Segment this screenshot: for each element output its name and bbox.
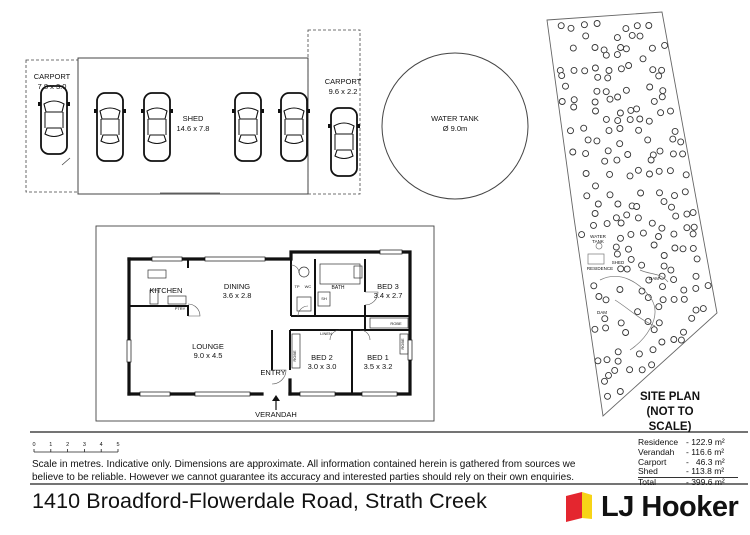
brand-logo: LJ Hooker — [566, 491, 739, 523]
scale-tick-label: 0 — [32, 442, 35, 448]
disclaimer: Scale in metres. Indicative only. Dimens… — [32, 459, 592, 484]
car-icon — [38, 85, 70, 155]
room-bed3-name: BED 3 — [377, 282, 399, 291]
site-water-label: WATER — [590, 234, 606, 239]
verandah-name: VERANDAH — [255, 410, 297, 419]
carport-left-name: CARPORT — [34, 72, 71, 81]
disclaimer-line2: believe to be reliable. However we canno… — [32, 471, 574, 483]
room-entry-name: ENTRY — [260, 368, 285, 377]
car-icon — [94, 92, 126, 162]
scale-tick-label: 1 — [49, 442, 52, 448]
disclaimer-line1: Scale in metres. Indicative only. Dimens… — [32, 459, 576, 470]
car-icons — [38, 85, 360, 177]
room-robe-bed2-label: ROBE — [292, 350, 297, 362]
room-pantry-label: PTRY — [175, 306, 186, 311]
car-icon — [328, 107, 360, 177]
site-dam-label-1: DAM — [649, 276, 659, 281]
room-lounge-dims: 9.0 x 4.5 — [194, 351, 223, 360]
room-dining-name: DINING — [224, 282, 250, 291]
area-row-carport: Carport- 46.3 m² — [638, 456, 725, 467]
tree-markers — [556, 20, 712, 400]
brand-mark-icon — [566, 492, 592, 522]
house-plan: KITCHEN PTRY DINING 3.6 x 2.8 TP WC SH B… — [95, 225, 435, 422]
area-row-total: Total- 399.6 m² — [638, 477, 725, 488]
room-linen-label: LINEN — [320, 331, 332, 336]
site-shed-label: SHED — [612, 260, 625, 265]
shed-name: SHED — [183, 114, 204, 123]
site-tank-label: TANK — [592, 239, 604, 244]
room-wc-label: WC — [305, 284, 312, 289]
car-icon — [278, 92, 310, 162]
room-tp-label: TP — [294, 284, 299, 289]
room-dining-dims: 3.6 x 2.8 — [223, 291, 252, 300]
area-row-verandah: Verandah- 116.6 m² — [638, 446, 725, 457]
room-bath-name: BATH — [332, 285, 345, 291]
car-icon — [141, 92, 173, 162]
room-bed2-name: BED 2 — [311, 353, 333, 362]
room-robe-bed3-label: ROBE — [390, 321, 402, 326]
room-robe-bed1-label: ROBE — [400, 338, 405, 350]
site-plan-title: SITE PLAN (NOT TO SCALE) — [630, 390, 710, 435]
brand-name: LJ Hooker — [601, 491, 739, 523]
shed-dims: 14.6 x 7.8 — [177, 124, 210, 133]
site-plan: WATER TANK RESIDENCE SHED DAM DAM — [546, 11, 718, 417]
water-tank-dims: Ø 9.0m — [443, 124, 468, 133]
carport-left-dims: 7.8 x 3.0 — [38, 82, 67, 91]
water-tank-name: WATER TANK — [431, 114, 479, 123]
room-bed2-dims: 3.0 x 3.0 — [308, 362, 337, 371]
site-residence-label: RESIDENCE — [587, 266, 613, 271]
site-dam-label-2: DAM — [597, 310, 607, 315]
room-bed3-dims: 3.4 x 2.7 — [374, 291, 403, 300]
water-tank-circle — [381, 52, 529, 200]
scale-tick-label: 2 — [66, 442, 69, 448]
verandah-outline — [95, 225, 435, 422]
room-bed1-name: BED 1 — [367, 353, 389, 362]
room-sh-label: SH — [321, 296, 327, 301]
room-bed1-dims: 3.5 x 3.2 — [364, 362, 393, 371]
scale-tick-label: 4 — [100, 442, 103, 448]
carport-right-name: CARPORT — [325, 77, 362, 86]
room-lounge-name: LOUNGE — [192, 342, 224, 351]
carport-right-dims: 9.6 x 2.2 — [329, 87, 358, 96]
site-plan-title-line2: (NOT TO SCALE) — [646, 406, 694, 433]
scale-tick-label: 5 — [116, 442, 119, 448]
site-plan-title-line1: SITE PLAN — [639, 391, 701, 403]
scale-tick-label: 3 — [83, 442, 86, 448]
area-row-residence: Residence- 122.9 m² — [638, 437, 725, 447]
area-schedule: Residence- 122.9 m² Verandah- 116.6 m² C… — [638, 437, 738, 488]
outbuildings — [25, 29, 361, 195]
scale-bar: 0 1 2 3 4 5 — [32, 442, 120, 453]
property-address: 1410 Broadford-Flowerdale Road, Strath C… — [32, 489, 487, 513]
site-boundary — [546, 11, 718, 417]
area-row-shed: Shed- 113.8 m² — [638, 467, 738, 479]
car-icon — [232, 92, 264, 162]
room-kitchen-name: KITCHEN — [150, 286, 183, 295]
